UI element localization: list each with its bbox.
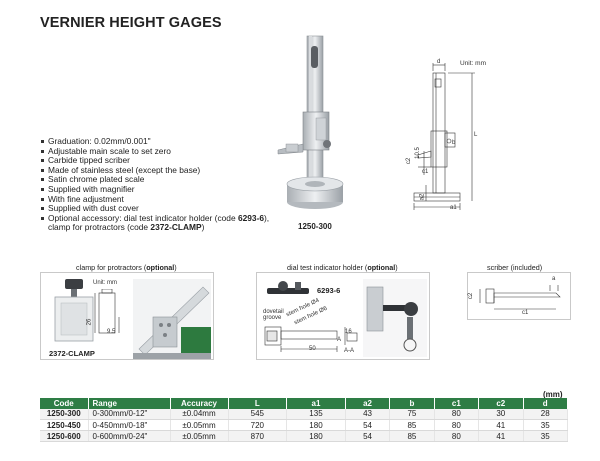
col-header-accuracy: Accuracy <box>170 398 229 409</box>
drawing-label-b: b <box>452 140 456 146</box>
dial-dim-a-a: A-A <box>344 348 355 354</box>
cell-L: 720 <box>228 419 288 431</box>
table-row: 1250-450 0-450mm/0-18" ±0.05mm 720 180 5… <box>40 419 568 431</box>
clamp-dim-drawing <box>94 289 120 334</box>
feature-item: Made of stainless steel (except the base… <box>41 165 269 176</box>
dial-holder-photo <box>267 281 309 294</box>
scriber-label-c2: c2 <box>468 292 475 300</box>
dial-dim-50: 50 <box>309 346 316 352</box>
drawing-label-c2: c2 <box>406 157 413 165</box>
height-gage-photo <box>277 35 344 209</box>
spec-table: Code Range Accuracy L a1 a2 b c1 c2 d 12… <box>40 398 568 442</box>
cell-L: 870 <box>228 430 288 442</box>
table-row: 1250-600 0-600mm/0-24" ±0.05mm 870 180 5… <box>40 430 568 442</box>
cell-code: 1250-600 <box>40 430 89 442</box>
cell-c1: 80 <box>434 430 480 442</box>
feature-item: Adjustable main scale to set zero <box>41 146 269 157</box>
scriber-panel: c2 c1 a <box>467 272 571 320</box>
cell-a1: 180 <box>286 430 346 442</box>
feature-item: Satin chrome plated scale <box>41 175 269 185</box>
cell-accuracy: ±0.04mm <box>170 408 229 420</box>
feature-item: Carbide tipped scriber <box>41 156 269 166</box>
clamp-in-use-photo <box>133 279 211 359</box>
cell-b: 75 <box>389 408 435 420</box>
product-code: 1250-300 <box>298 222 332 231</box>
feature-item: With fine adjustment <box>41 194 269 205</box>
drawing-label-L: L <box>474 132 478 138</box>
cell-a2: 54 <box>345 430 391 442</box>
cell-range: 0-300mm/0-12" <box>88 408 171 420</box>
clamp-dim-26: 26 <box>86 318 93 326</box>
cell-range: 0-450mm/0-18" <box>88 419 171 431</box>
col-header-a1: a1 <box>286 398 346 409</box>
clamp-code: 2372-CLAMP <box>49 349 95 358</box>
cell-range: 0-600mm/0-24" <box>88 430 171 442</box>
cell-d: 28 <box>523 408 568 420</box>
cell-c1: 80 <box>434 408 480 420</box>
cell-a1: 135 <box>286 408 346 420</box>
col-header-L: L <box>228 398 288 409</box>
drawing-unit-label: Unit: mm <box>460 60 486 67</box>
cell-L: 545 <box>228 408 288 420</box>
table-header-row: Code Range Accuracy L a1 a2 b c1 c2 d <box>40 398 568 409</box>
cell-a2: 43 <box>345 408 391 420</box>
page-title: VERNIER HEIGHT GAGES <box>40 15 222 31</box>
cell-b: 85 <box>389 430 435 442</box>
cell-c2: 30 <box>478 408 524 420</box>
technical-drawing <box>413 63 475 210</box>
col-header-range: Range <box>88 398 171 409</box>
dial-dim-a: A <box>337 337 342 343</box>
feature-item: Supplied with dust cover <box>41 204 269 214</box>
cell-d: 35 <box>523 430 568 442</box>
drawing-label-dim: 10.5 <box>414 147 421 159</box>
dial-label-groove: groove <box>263 315 282 321</box>
col-header-c2: c2 <box>478 398 524 409</box>
dial-in-use-photo <box>363 279 427 357</box>
clamp-unit-label: Unit: mm <box>93 280 117 286</box>
cell-accuracy: ±0.05mm <box>170 419 229 431</box>
feature-item: Graduation: 0.02mm/0.001" <box>41 136 269 147</box>
col-header-b: b <box>389 398 435 409</box>
feature-list: Graduation: 0.02mm/0.001" Adjustable mai… <box>41 136 269 233</box>
scriber-drawing <box>479 285 561 310</box>
cell-accuracy: ±0.05mm <box>170 430 229 442</box>
col-header-code: Code <box>40 398 89 409</box>
table-unit-label: (mm) <box>543 390 563 399</box>
col-header-d: d <box>523 398 568 409</box>
cell-c1: 80 <box>434 419 480 431</box>
cell-d: 35 <box>523 419 568 431</box>
clamp-drawing <box>54 279 94 342</box>
col-header-a2: a2 <box>345 398 391 409</box>
dial-panel-caption: dial test indicator holder (optional) <box>287 263 398 272</box>
scriber-label-c1: c1 <box>522 310 529 316</box>
dial-dim-drawing <box>264 326 358 352</box>
cell-code: 1250-300 <box>40 408 89 420</box>
dial-dim-16: 16 <box>345 329 352 335</box>
table-row: 1250-300 0-300mm/0-12" ±0.04mm 545 135 4… <box>40 408 568 420</box>
scriber-label-a: a <box>552 276 556 282</box>
clamp-panel: Unit: mm 26 9.5 2372-CLAMP <box>40 272 214 360</box>
cell-c2: 41 <box>478 430 524 442</box>
feature-item-optional: Optional accessory: dial test indicator … <box>41 213 269 233</box>
dial-code: 6293-6 <box>317 286 341 295</box>
cell-a1: 180 <box>286 419 346 431</box>
cell-a2: 54 <box>345 419 391 431</box>
feature-item: Supplied with magnifier <box>41 184 269 195</box>
col-header-c1: c1 <box>434 398 480 409</box>
drawing-label-a1: a1 <box>450 205 457 211</box>
cell-b: 85 <box>389 419 435 431</box>
cell-c2: 41 <box>478 419 524 431</box>
clamp-dim-9-5: 9.5 <box>107 329 116 335</box>
clamp-panel-caption: clamp for protractors (optional) <box>76 263 177 272</box>
drawing-label-c1: c1 <box>422 169 429 175</box>
cell-code: 1250-450 <box>40 419 89 431</box>
drawing-label-d: d <box>437 59 441 65</box>
scriber-panel-caption: scriber (included) <box>487 263 543 272</box>
drawing-label-a2: a2 <box>419 193 426 201</box>
dial-panel: 6293-6 dovetail groove stem hole Ø4 stem… <box>256 272 430 360</box>
dial-label-dovetail: dovetail <box>263 309 284 315</box>
